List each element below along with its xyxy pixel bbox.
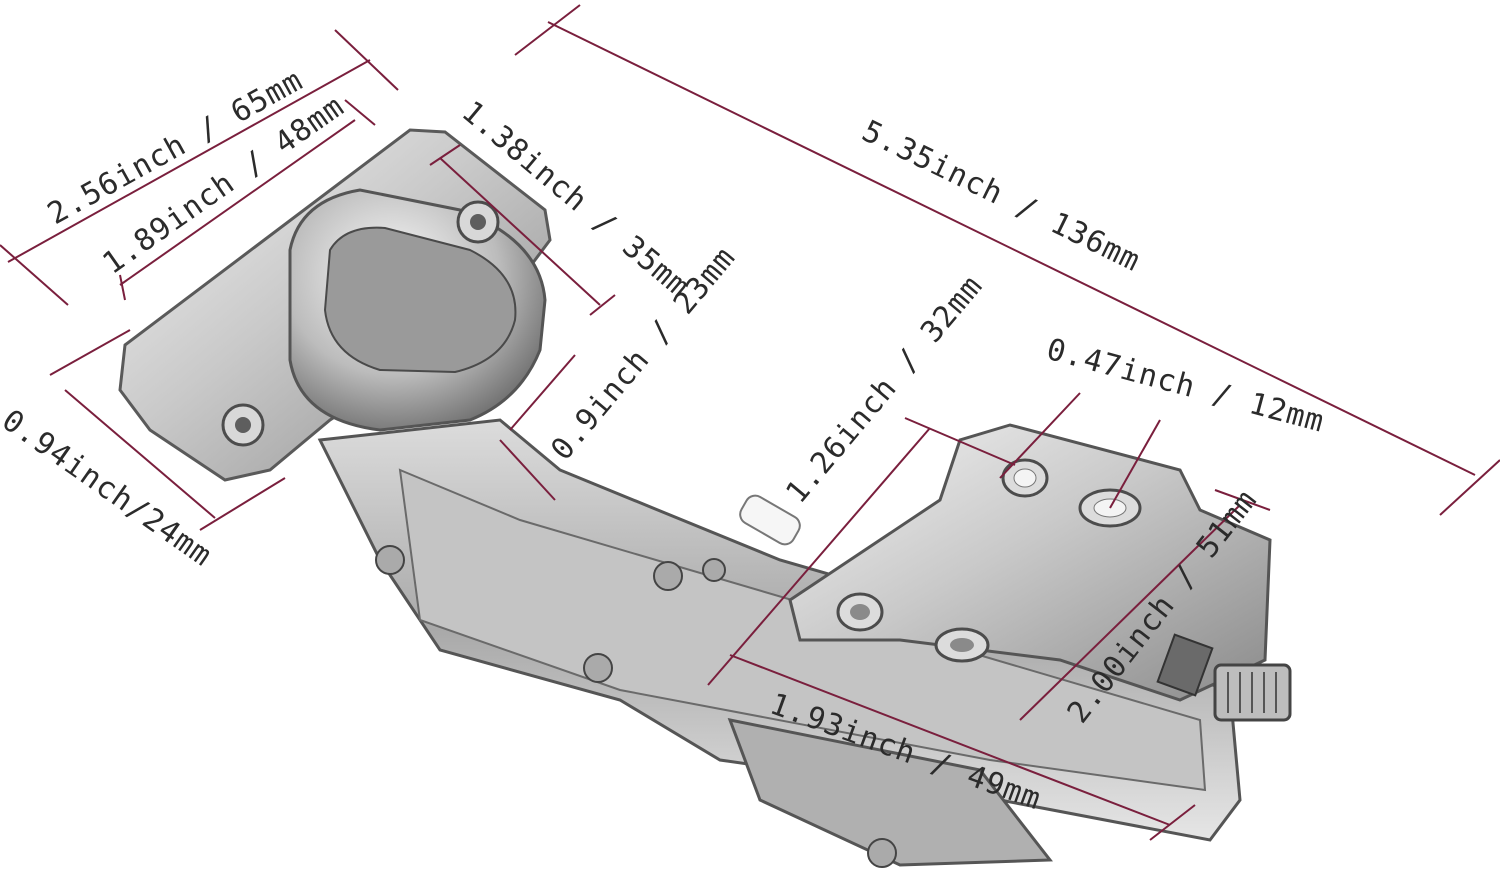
- rivet-icon: [375, 545, 405, 575]
- label-slot-spacing: 0.47inch / 12mm: [1043, 332, 1328, 440]
- mount-hole-icon: [850, 604, 870, 620]
- mount-slot-icon: [950, 638, 974, 652]
- rivet-icon: [583, 653, 613, 683]
- adjust-screw-icon: [1156, 633, 1214, 697]
- nylon-roller: [739, 494, 801, 546]
- label-overall-length: 5.35inch / 136mm: [856, 114, 1145, 279]
- hinge-link: [727, 717, 1053, 867]
- rivet-icon: [867, 838, 897, 868]
- hinge-illustration: [118, 128, 1292, 868]
- screw-hole-icon: [470, 214, 486, 230]
- screw-hole-icon: [235, 417, 251, 433]
- mount-hole-icon: [1013, 468, 1037, 488]
- rivet-icon: [702, 558, 726, 582]
- dimension-lines: [0, 4, 1500, 841]
- mounting-plate: [788, 423, 1272, 702]
- cup-recess: [323, 226, 517, 374]
- rivet-icon: [653, 561, 683, 591]
